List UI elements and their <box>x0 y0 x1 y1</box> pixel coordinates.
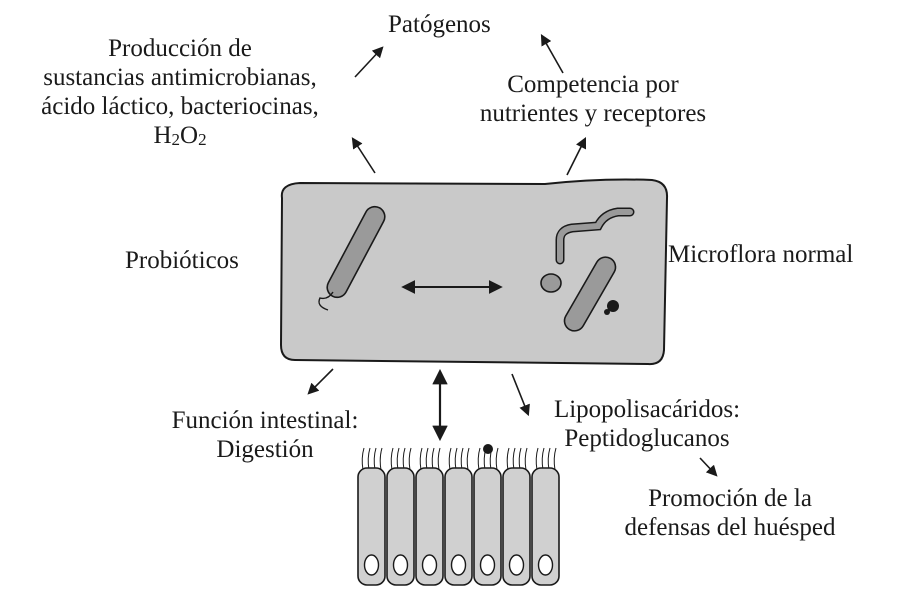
label-antimicrobial-line2: sustancias antimicrobianas, <box>10 63 350 92</box>
label-defense: Promoción de la defensas del huésped <box>600 484 860 542</box>
microvillus <box>478 448 480 470</box>
cell-nucleus <box>539 555 553 575</box>
label-competition-line2: nutrientes y receptores <box>445 99 741 128</box>
microvillus <box>467 448 469 470</box>
label-h2o2-sub2: 2 <box>198 130 207 149</box>
label-defense-line2: defensas del huésped <box>600 513 860 542</box>
microvillus <box>397 448 399 470</box>
intestinal-epithelium-icon <box>358 444 559 585</box>
microvillus <box>496 448 498 470</box>
cell-nucleus <box>365 555 379 575</box>
label-defense-line1: Promoción de la <box>600 484 860 513</box>
microvillus <box>438 448 440 470</box>
label-competition: Competencia por nutrientes y receptores <box>445 70 741 128</box>
label-normal-flora: Microflora normal <box>668 240 853 269</box>
microvillus <box>403 448 405 470</box>
epithelial-cell <box>474 448 501 585</box>
epithelial-cell <box>445 448 472 585</box>
cell-nucleus <box>510 555 524 575</box>
microvillus <box>455 448 457 470</box>
bacterial-particle <box>483 444 493 454</box>
arrow-to-competition <box>567 139 585 175</box>
label-intestinal-function-line2: Digestión <box>140 435 390 464</box>
microvillus <box>432 448 434 470</box>
cell-nucleus <box>481 555 495 575</box>
microvillus <box>391 448 393 470</box>
cell-nucleus <box>394 555 408 575</box>
microvillus <box>513 448 515 470</box>
arrow-to-lps <box>512 374 528 414</box>
microvillus <box>449 448 451 470</box>
microvillus <box>507 448 509 470</box>
label-h2o2-o: O <box>180 122 198 149</box>
epithelial-cell <box>358 448 385 585</box>
label-lps: Lipopolisacáridos: Peptidoglucanos <box>532 395 762 453</box>
microvillus <box>426 448 428 470</box>
microvillus <box>525 448 527 470</box>
microvillus <box>409 448 411 470</box>
label-lps-line1: Lipopolisacáridos: <box>532 395 762 424</box>
microvillus <box>461 448 463 470</box>
epithelial-cell <box>532 448 559 585</box>
label-competition-line1: Competencia por <box>445 70 741 99</box>
arrow-to-antimicrobial <box>353 139 375 173</box>
epithelial-cell <box>503 448 530 585</box>
label-intestinal-function-line1: Función intestinal: <box>140 406 390 435</box>
cell-nucleus <box>452 555 466 575</box>
arrow-competition-to-pathogens <box>542 36 563 73</box>
label-h2o2-sub1: 2 <box>172 130 181 149</box>
epithelial-cell <box>416 448 443 585</box>
label-intestinal-function: Función intestinal: Digestión <box>140 406 390 464</box>
microvillus <box>519 448 521 470</box>
label-probiotics: Probióticos <box>125 246 239 275</box>
label-antimicrobial: Producción de sustancias antimicrobianas… <box>10 34 350 152</box>
label-h2o2-h: H <box>153 122 171 149</box>
label-antimicrobial-line3: ácido láctico, bacteriocinas, <box>10 92 350 121</box>
epithelial-cell <box>387 448 414 585</box>
label-pathogens: Patógenos <box>388 10 491 39</box>
microvillus <box>420 448 422 470</box>
arrow-antimicrobial-to-pathogens <box>355 48 382 77</box>
label-antimicrobial-line1: Producción de <box>10 34 350 63</box>
cell-nucleus <box>423 555 437 575</box>
arrow-to-intestinal-function <box>309 369 333 393</box>
label-lps-line2: Peptidoglucanos <box>532 424 762 453</box>
label-antimicrobial-line4: H2O2 <box>10 121 350 152</box>
arrow-lps-to-defense <box>700 458 716 475</box>
